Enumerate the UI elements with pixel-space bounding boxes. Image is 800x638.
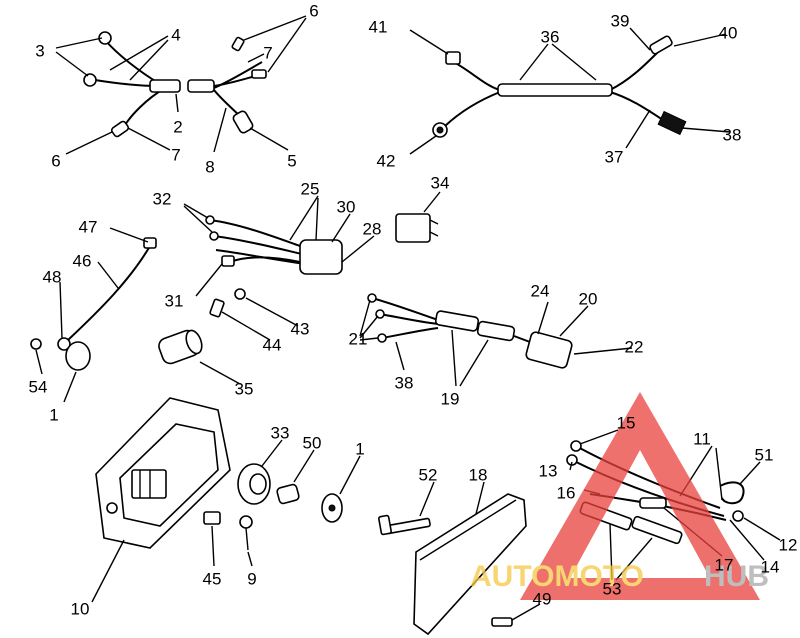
part-label-l35: 35 [235,379,254,398]
part-label-l18: 18 [469,465,488,484]
part-label-l3: 3 [35,41,44,60]
part-label-l10: 10 [71,599,90,618]
part-label-l48: 48 [43,267,62,286]
part-label-l25: 25 [301,179,320,198]
part-label-l34: 34 [431,173,450,192]
part-label-l30: 30 [337,197,356,216]
part-label-l50: 50 [303,433,322,452]
part-label-l38b: 38 [395,373,414,392]
part-label-l11: 11 [693,429,711,448]
part-label-l8: 8 [205,157,214,176]
part-label-l45: 45 [203,569,222,588]
automotohub-watermark: AUTOMOTO HUB [470,392,769,600]
part-label-l21: 21 [349,329,368,348]
part-label-l13: 13 [539,461,558,480]
part-label-l17: 17 [715,555,734,574]
part-label-l36: 36 [541,27,560,46]
part-label-l6b: 6 [309,1,318,20]
part-label-l12: 12 [779,535,798,554]
battery-cable-harness [55,15,307,155]
trim-harness [359,293,633,387]
part-label-l15: 15 [617,413,636,432]
part-label-l5: 5 [287,151,296,170]
part-label-l32: 32 [153,189,172,208]
part-label-l41: 41 [369,17,388,36]
watermark-text-a: AUTOMOTO [470,560,644,593]
part-label-l39: 39 [611,11,630,30]
relay-34 [395,191,441,243]
part-label-l7a: 7 [171,145,180,164]
part-label-l6a: 6 [51,151,60,170]
part-label-l37: 37 [605,147,624,166]
part-label-l14: 14 [761,557,780,576]
part-label-l1b: 1 [355,439,364,458]
part-label-l33: 33 [271,423,290,442]
part-label-l7b: 7 [263,43,272,62]
key-switch-harness [183,195,375,297]
part-label-l4: 4 [171,25,180,44]
part-label-l20: 20 [579,289,598,308]
extension-harness [409,27,731,155]
small-connectors-43-44 [209,288,299,341]
part-label-l42: 42 [377,151,396,170]
part-label-l28: 28 [363,219,382,238]
part-label-l9: 9 [247,569,256,588]
part-label-l40: 40 [719,23,738,42]
plug-35 [158,329,241,385]
part-label-l49: 49 [533,589,552,608]
part-label-l1a: 1 [49,405,58,424]
part-label-l43: 43 [291,319,310,338]
clip-and-screw [203,511,253,567]
part-label-l22: 22 [625,337,644,356]
part-label-l24: 24 [531,281,550,300]
watermark-text-b: HUB [704,560,769,593]
ground-strap [30,227,157,403]
part-label-l47: 47 [79,217,98,236]
part-label-l31: 31 [165,291,184,310]
part-label-l46: 46 [73,251,92,270]
part-label-l52: 52 [419,465,438,484]
part-label-l19: 19 [441,389,460,408]
part-label-l53: 53 [603,579,622,598]
part-label-l54: 54 [29,377,48,396]
part-label-l44: 44 [263,335,282,354]
ignition-module-box [91,397,231,603]
module-cover [378,481,541,636]
part-label-l38a: 38 [723,125,742,144]
part-label-l51: 51 [755,445,774,464]
part-label-l16: 16 [557,483,576,502]
grommet-spacer-washer [237,439,361,523]
part-label-l2: 2 [173,117,182,136]
